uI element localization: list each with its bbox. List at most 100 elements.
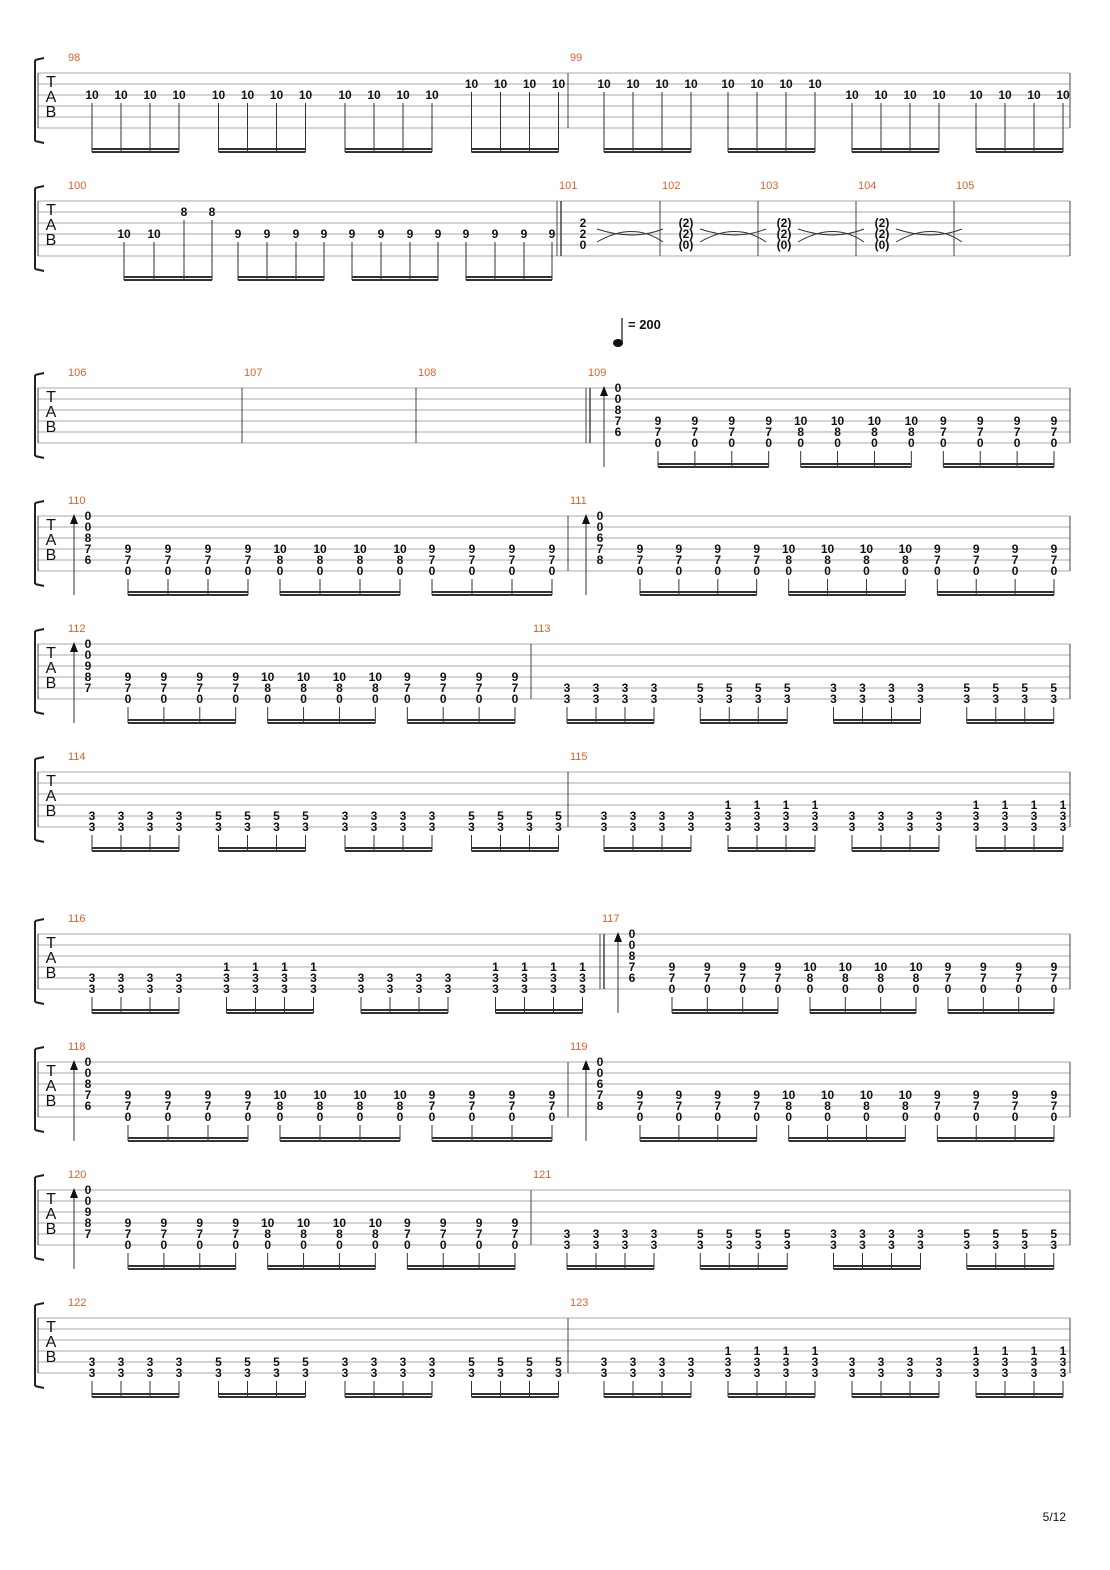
fret-number: 9 <box>125 542 132 556</box>
fret-number: 9 <box>435 227 442 241</box>
fret-number: 0 <box>196 692 203 706</box>
fret-number: 10 <box>860 542 874 556</box>
bar-number-105: 105 <box>956 180 974 192</box>
fret-number: 8 <box>317 553 324 567</box>
fret-number: 0 <box>977 436 984 450</box>
fret-number: 7 <box>165 553 172 567</box>
fret-number: 0 <box>629 938 636 952</box>
fret-number: 7 <box>476 681 483 695</box>
fret-number: 10 <box>1027 88 1041 102</box>
bar-number-102: 102 <box>662 180 680 192</box>
tab-clef-letter: T <box>46 517 56 534</box>
fret-number: 9 <box>161 1216 168 1230</box>
fret-number: 0 <box>264 692 271 706</box>
fret-number: 7 <box>429 1099 436 1113</box>
fret-number: 3 <box>429 1366 436 1380</box>
fret-number: 3 <box>342 1355 349 1369</box>
bar-number-110: 110 <box>68 495 86 507</box>
fret-number: (2) <box>875 227 890 241</box>
fret-number: 10 <box>903 88 917 102</box>
fret-number: 3 <box>601 820 608 834</box>
fret-number: 5 <box>273 809 280 823</box>
fret-number: 3 <box>812 1355 819 1369</box>
fret-number: 3 <box>888 1227 895 1241</box>
tab-clef-letter: T <box>46 935 56 952</box>
fret-number: 3 <box>659 809 666 823</box>
let-ring-curve <box>596 231 664 243</box>
fret-number: 10 <box>874 88 888 102</box>
fret-number: 0 <box>1012 564 1019 578</box>
fret-number: 10 <box>114 88 128 102</box>
fret-number: 0 <box>797 436 804 450</box>
fret-number: 3 <box>936 1366 943 1380</box>
fret-number: 9 <box>125 1216 132 1230</box>
fret-number: 3 <box>1002 809 1009 823</box>
fret-number: 3 <box>215 1366 222 1380</box>
fret-number: 0 <box>300 692 307 706</box>
fret-number: 7 <box>125 1099 132 1113</box>
fret-number: 3 <box>622 1227 629 1241</box>
fret-number: 0 <box>440 692 447 706</box>
fret-number: 3 <box>89 1355 96 1369</box>
bar-number-116: 116 <box>68 913 86 925</box>
fret-number: 9 <box>549 1088 556 1102</box>
fret-number: 3 <box>593 681 600 695</box>
fret-number: 8 <box>834 425 841 439</box>
fret-number: 3 <box>89 820 96 834</box>
fret-number: 3 <box>622 692 629 706</box>
system-bracket <box>34 185 45 272</box>
bar-number-118: 118 <box>68 1041 86 1053</box>
fret-number: 3 <box>725 1366 732 1380</box>
fret-number: 3 <box>176 1355 183 1369</box>
fret-number: 3 <box>936 820 943 834</box>
fret-number: 3 <box>1060 1355 1067 1369</box>
fret-number: 0 <box>1051 436 1058 450</box>
fret-number: 3 <box>859 1238 866 1252</box>
fret-number: 3 <box>659 1355 666 1369</box>
system-bracket <box>34 628 45 715</box>
fret-number: 7 <box>245 553 252 567</box>
fret-number: 9 <box>934 1088 941 1102</box>
fret-number: 0 <box>902 1110 909 1124</box>
fret-number: 0 <box>945 982 952 996</box>
fret-number: 0 <box>655 436 662 450</box>
fret-number: 8 <box>913 971 920 985</box>
fret-number: 3 <box>784 1238 791 1252</box>
fret-number: 7 <box>245 1099 252 1113</box>
quarter-note-icon <box>613 339 623 347</box>
fret-number: 3 <box>651 681 658 695</box>
fret-number: 7 <box>669 971 676 985</box>
fret-number: 3 <box>579 971 586 985</box>
fret-number: 10 <box>273 1088 287 1102</box>
fret-number: 10 <box>261 1216 275 1230</box>
fret-number: 8 <box>317 1099 324 1113</box>
fret-number: 9 <box>321 227 328 241</box>
fret-number: 3 <box>555 1366 562 1380</box>
fret-number: 9 <box>429 542 436 556</box>
fret-number: 5 <box>468 1355 475 1369</box>
fret-number: 3 <box>89 1366 96 1380</box>
strum-arrow-icon <box>70 642 78 652</box>
fret-number: 3 <box>147 1355 154 1369</box>
fret-number: 9 <box>940 414 947 428</box>
fret-number: 3 <box>1002 1355 1009 1369</box>
fret-number: 3 <box>783 1366 790 1380</box>
fret-number: 3 <box>89 809 96 823</box>
fret-number: 9 <box>429 1088 436 1102</box>
fret-number: 1 <box>252 960 259 974</box>
tab-clef-letter: T <box>46 1319 56 1336</box>
fret-number: 0 <box>676 564 683 578</box>
fret-number: 8 <box>785 1099 792 1113</box>
fret-number: 3 <box>416 982 423 996</box>
fret-number: 5 <box>1050 681 1057 695</box>
fret-number: 3 <box>521 971 528 985</box>
tab-clef-letter: A <box>46 788 57 805</box>
fret-number: 3 <box>849 820 856 834</box>
tab-clef-letter: A <box>46 1334 57 1351</box>
fret-number: 0 <box>1051 564 1058 578</box>
fret-number: 10 <box>905 414 919 428</box>
fret-number: 3 <box>783 1355 790 1369</box>
fret-number: 9 <box>404 1216 411 1230</box>
fret-number: 9 <box>637 542 644 556</box>
fret-number: 3 <box>147 820 154 834</box>
